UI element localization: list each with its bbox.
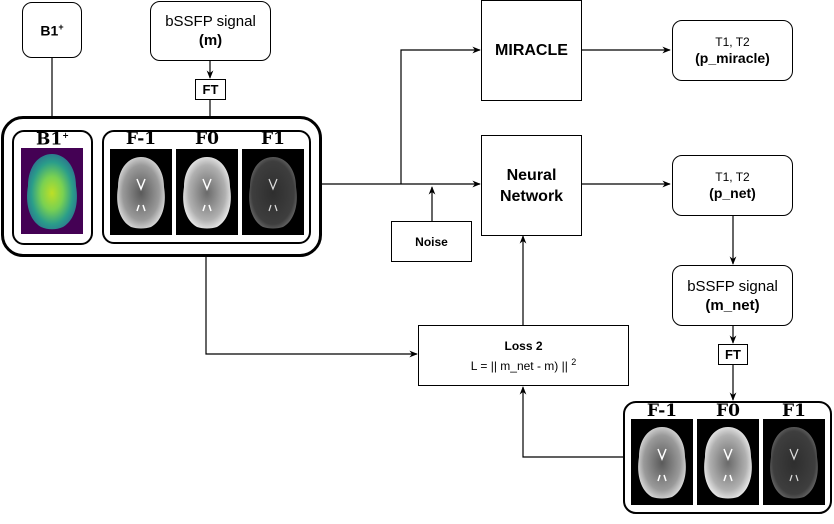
b1-input-node: B1+ bbox=[22, 2, 82, 58]
neural-network-node: Neural Network bbox=[481, 135, 582, 236]
brain-image-fm1 bbox=[110, 149, 172, 235]
output-frame-label-f0: F0 bbox=[716, 401, 740, 421]
bssfp-input-title: bSSFP signal bbox=[165, 13, 256, 30]
bssfp-net-node: bSSFP signal (m_net) bbox=[672, 265, 793, 326]
bssfp-input-node: bSSFP signal (m) bbox=[150, 1, 271, 61]
bssfp-input-var: (m) bbox=[198, 32, 223, 49]
output-frame-label-f1: F1 bbox=[782, 401, 806, 421]
output-brain-image-f1 bbox=[763, 419, 825, 505]
brain-image-f0 bbox=[176, 149, 238, 235]
output-frame-label-fm1: F-1 bbox=[646, 401, 678, 421]
arrow-panel-to-loss bbox=[205, 254, 418, 358]
output-brain-image-fm1 bbox=[631, 419, 693, 505]
arrow-output-to-loss bbox=[519, 386, 623, 458]
output-brain-image-f0 bbox=[697, 419, 759, 505]
ft-bottom-node: FT bbox=[718, 344, 748, 365]
b1-input-label: B1+ bbox=[40, 21, 64, 39]
frame-label-fm1: F-1 bbox=[125, 129, 157, 149]
b1-map-label: B1+ bbox=[36, 129, 69, 150]
miracle-node: MIRACLE bbox=[481, 0, 582, 101]
loss-formula: L = || m_net - m) || 2 bbox=[470, 356, 577, 373]
b1-map-image bbox=[21, 148, 83, 234]
frame-label-f0: F0 bbox=[195, 129, 219, 149]
ft-top-node: FT bbox=[195, 79, 226, 100]
frame-label-f1: F1 bbox=[261, 129, 285, 149]
loss-node: Loss 2 L = || m_net - m) || 2 bbox=[418, 325, 629, 386]
p-miracle-node: T1, T2 (p_miracle) bbox=[672, 20, 793, 81]
arrow-panel-to-miracle bbox=[400, 46, 481, 184]
brain-image-f1 bbox=[242, 149, 304, 235]
noise-node: Noise bbox=[391, 221, 472, 262]
p-net-node: T1, T2 (p_net) bbox=[672, 155, 793, 216]
